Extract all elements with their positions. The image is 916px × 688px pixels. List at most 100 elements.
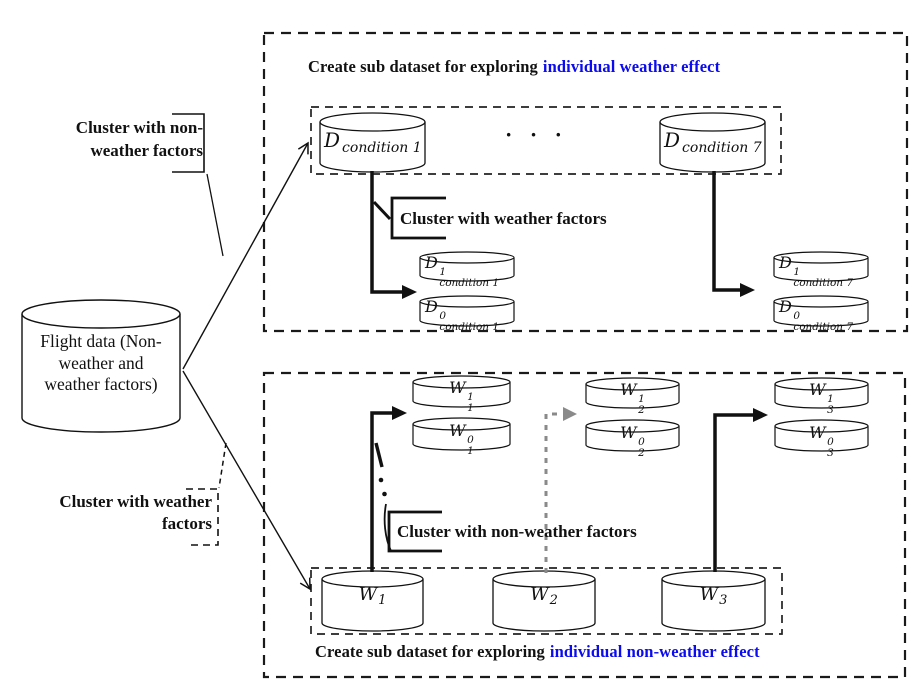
w1-sup0-cylinder	[412, 417, 511, 451]
math-sup: 1	[467, 391, 474, 403]
d1-condition1-cylinder	[419, 251, 515, 282]
math-sup: 1	[793, 266, 801, 278]
w3-sup0-cylinder	[774, 419, 869, 452]
math-base: D	[324, 128, 341, 152]
d-condition7-cluster-arrow	[712, 171, 755, 297]
cluster-with-nonweather-factors-label: Cluster with non-weather factors	[397, 522, 637, 541]
condition-clusters-box	[310, 106, 782, 175]
w3-sup1-cylinder	[774, 377, 869, 409]
d0-condition7-cylinder	[773, 295, 869, 327]
w1-cylinder	[321, 570, 424, 632]
continuation-dot	[378, 477, 384, 483]
nonweather-section-box	[262, 371, 907, 679]
label-line: Cluster with non-	[75, 118, 203, 137]
nonweather-cluster-label-connector	[383, 503, 392, 552]
weather-section-box	[262, 31, 909, 333]
math-base: W	[699, 584, 719, 605]
math-sub: 2	[638, 404, 645, 417]
w1-sup1-cylinder	[412, 375, 511, 408]
math-sub: 3	[827, 447, 834, 460]
math-sup: 0	[827, 436, 834, 448]
nonweather-title-highlight: individual non-weather effect	[549, 642, 760, 661]
math-sub: 3	[719, 593, 728, 608]
label-line: weather factors	[90, 141, 203, 160]
weather-cluster-label-bracket	[390, 196, 446, 240]
flight-data-label: Flight data (Non-weather and weather fac…	[40, 331, 162, 394]
weather-title-prefix: Create sub dataset for exploring	[308, 57, 538, 76]
math-base: W	[809, 380, 826, 399]
math-base: W	[358, 584, 378, 605]
nonweather-title-prefix: Create sub dataset for exploring	[315, 642, 545, 661]
math-sup: 0	[793, 310, 801, 322]
weather-title-highlight: individual weather effect	[542, 57, 721, 76]
math-sub: condition 7	[793, 277, 854, 290]
math-sup: 0	[467, 434, 474, 446]
w1-cluster-arrow	[370, 406, 407, 572]
math-base: D	[425, 253, 438, 272]
cluster-with-weather-factors-label: Cluster with weather factors	[400, 209, 607, 228]
weather-clusters-box	[310, 567, 783, 635]
math-sub: 2	[549, 593, 558, 608]
arrow-to-nonweather-section	[182, 370, 311, 591]
math-sub: condition 1	[342, 140, 422, 156]
math-sub: condition 7	[793, 321, 854, 334]
math-base: W	[449, 421, 466, 440]
math-base: D	[779, 297, 792, 316]
w2-label: W2	[493, 584, 595, 608]
w3-cylinder	[661, 570, 766, 632]
w3-cluster-arrow	[713, 408, 768, 572]
nonweather-cluster-label-bracket	[387, 510, 442, 553]
math-sup: 1	[439, 266, 447, 278]
cluster-weather-left-label: Cluster with weather factors	[48, 491, 212, 535]
w2-sup0-cylinder	[585, 419, 680, 452]
math-base: D	[779, 253, 792, 272]
continuation-dot	[382, 491, 387, 497]
w2-cylinder	[492, 570, 596, 632]
math-sub: 2	[638, 447, 645, 460]
d1-condition7-cylinder	[773, 251, 869, 282]
math-sup: 1	[638, 393, 645, 405]
cluster-nonweather-left-label: Cluster with non- weather factors	[40, 116, 203, 162]
w2-sup1-cylinder	[585, 377, 680, 409]
label-line: factors	[161, 514, 212, 533]
flight-data-cylinder	[21, 299, 181, 433]
math-base: W	[530, 584, 549, 605]
arrow-to-weather-section	[182, 141, 309, 370]
w1-label: W1	[322, 584, 423, 608]
math-sup: 0	[638, 436, 645, 448]
w2-cluster-arrow-dashed	[544, 407, 577, 573]
math-sub: 1	[467, 445, 474, 458]
math-base: W	[449, 378, 466, 397]
math-sub: 3	[827, 404, 834, 417]
d0-condition1-cylinder	[419, 295, 515, 327]
math-base: D	[664, 128, 681, 152]
math-sub: 1	[467, 402, 474, 415]
math-base: D	[425, 297, 438, 316]
weather-label-leader	[218, 442, 227, 489]
math-base: W	[620, 423, 637, 442]
math-sup: 0	[439, 310, 447, 322]
weather-cluster-label-tick	[372, 200, 392, 221]
math-sub: 1	[378, 593, 387, 608]
w3-label: W3	[662, 584, 765, 608]
label-line: Cluster with weather	[59, 492, 212, 511]
nonweather-cluster-label-tick	[374, 442, 384, 468]
math-sup: 1	[827, 393, 834, 405]
math-sub: condition 7	[682, 140, 762, 156]
weather-label-bracket	[186, 488, 219, 546]
d-condition-1-cylinder	[319, 112, 426, 173]
d-condition1-cluster-arrow	[370, 171, 417, 299]
